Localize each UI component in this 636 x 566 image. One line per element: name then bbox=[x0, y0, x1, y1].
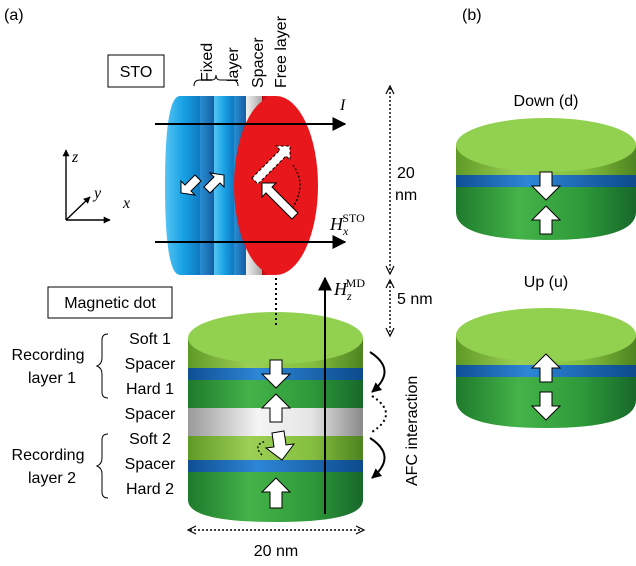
up-hard-arrow bbox=[530, 391, 562, 421]
recording-layer-2-brace bbox=[95, 433, 109, 499]
sto-height-arrow-bottom bbox=[385, 265, 395, 276]
fixed-label-1: Fixed bbox=[199, 43, 216, 82]
sto-group: STO Fixed layer Spacer Free layer I HxST… bbox=[107, 15, 417, 276]
width-arrow-right bbox=[355, 525, 366, 535]
afc-arc-1 bbox=[369, 351, 386, 393]
coordinate-axes: z y x bbox=[62, 149, 130, 224]
up-state-dot: Up (u) bbox=[456, 274, 636, 428]
down-hard-arrow bbox=[530, 205, 562, 235]
width-arrow-left bbox=[186, 525, 197, 535]
gap-arrow-top bbox=[385, 278, 395, 289]
afc-label: AFC interaction bbox=[404, 376, 421, 486]
soft1-label: Soft 1 bbox=[129, 331, 171, 348]
free-layer-label: Free layer bbox=[273, 15, 290, 88]
fixed-label-2: layer bbox=[225, 47, 242, 82]
field-md-label: HzMD bbox=[333, 276, 365, 303]
sto-height-value: 20 bbox=[397, 165, 415, 182]
fixed-arrow-2 bbox=[203, 172, 225, 194]
middle-spacer-label: Spacer bbox=[125, 406, 176, 423]
free-arrow-2-dotted bbox=[251, 145, 291, 185]
sto-height-arrow-top bbox=[385, 84, 395, 95]
fixed-arrow-1 bbox=[180, 174, 202, 196]
z-axis-label: z bbox=[71, 149, 79, 166]
magnetic-dot-box bbox=[47, 286, 173, 319]
recording-layer-1-brace bbox=[95, 333, 109, 399]
down-state-label: Down (d) bbox=[514, 93, 579, 110]
hard1-up-arrow bbox=[260, 393, 292, 423]
spacer1-label: Spacer bbox=[125, 356, 176, 373]
up-state-label: Up (u) bbox=[524, 274, 568, 291]
recording-layer-1-line1: Recording bbox=[12, 347, 85, 364]
panel-label-b: (b) bbox=[462, 7, 482, 24]
sto-box bbox=[107, 54, 165, 88]
up-arrows bbox=[530, 353, 562, 421]
width-label: 20 nm bbox=[254, 543, 298, 560]
precession-path bbox=[292, 164, 301, 208]
gap-arrow-bottom bbox=[385, 327, 395, 338]
spacer2-band bbox=[188, 460, 363, 472]
afc-arc-2 bbox=[369, 437, 386, 479]
soft2-label: Soft 2 bbox=[129, 431, 171, 448]
sto-label: STO bbox=[120, 64, 153, 81]
recording-layer-1-line2: layer 1 bbox=[28, 370, 76, 387]
gap-label: 5 nm bbox=[397, 291, 433, 308]
down-top-face bbox=[456, 118, 636, 172]
dot-top-face bbox=[188, 312, 363, 364]
y-axis bbox=[65, 196, 91, 221]
hard2-up-arrow bbox=[260, 477, 292, 509]
hard1-label: Hard 1 bbox=[126, 381, 174, 398]
magnetic-dot-label: Magnetic dot bbox=[64, 295, 156, 312]
panel-label-a: (a) bbox=[4, 7, 24, 24]
magnetic-dot-group: Magnetic dot HzMD 5 nm bbox=[12, 276, 433, 560]
fixed-brace bbox=[193, 74, 239, 87]
current-label: I bbox=[339, 97, 346, 114]
down-state-dot: Down (d) bbox=[456, 93, 636, 240]
soft1-down-arrow bbox=[260, 359, 292, 389]
up-soft-arrow bbox=[530, 353, 562, 383]
up-top-face bbox=[456, 308, 636, 362]
soft2-precession bbox=[257, 440, 267, 456]
recording-layer-2-line1: Recording bbox=[12, 447, 85, 464]
sto-height-unit: nm bbox=[395, 187, 417, 204]
recording-layer-2-line2: layer 2 bbox=[28, 470, 76, 487]
spacer-label-sto: Spacer bbox=[250, 37, 267, 88]
x-axis-label: x bbox=[122, 195, 130, 212]
dot-magnetization-arrows bbox=[260, 359, 296, 509]
afc-arc-dotted bbox=[371, 395, 387, 433]
spacer2-label: Spacer bbox=[125, 456, 176, 473]
fixed-magnetization-arrows bbox=[180, 172, 225, 196]
hard2-label: Hard 2 bbox=[126, 481, 174, 498]
soft2-tilted-arrow bbox=[264, 430, 296, 461]
down-soft-arrow bbox=[530, 171, 562, 201]
down-arrows bbox=[530, 171, 562, 235]
free-layer-face bbox=[234, 96, 318, 275]
field-sto-label: HxSTO bbox=[329, 211, 365, 238]
y-axis-label: y bbox=[92, 185, 102, 202]
free-arrow-1 bbox=[261, 182, 299, 220]
